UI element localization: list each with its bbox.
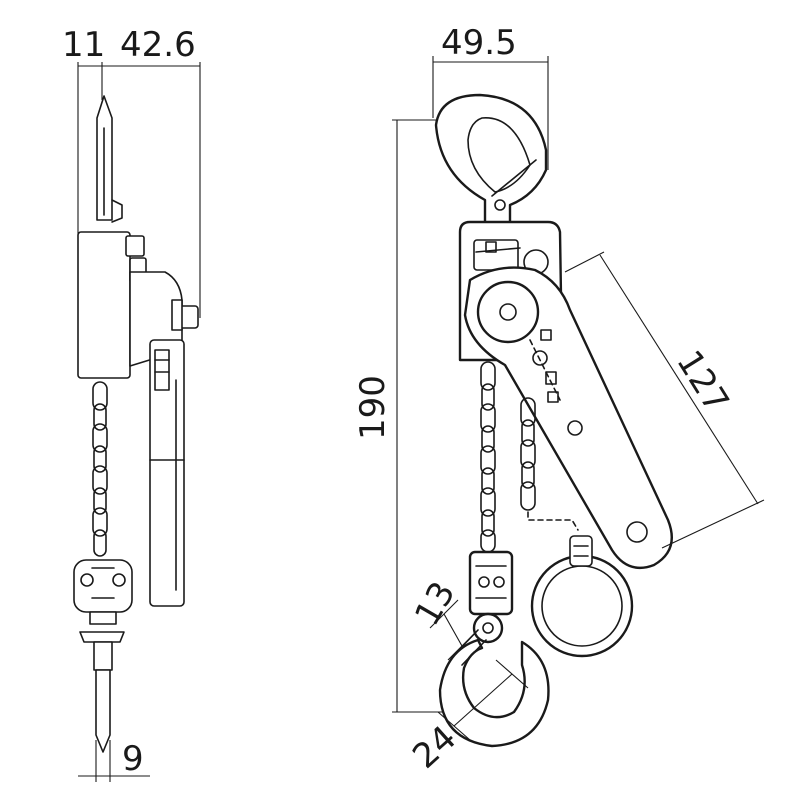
front-top-hook	[434, 93, 548, 232]
front-ring	[530, 535, 634, 658]
dim-front-width: 49.5	[432, 23, 549, 170]
dim-hook-thickness-label: 9	[122, 739, 144, 779]
dim-lever-depth-label: 42.6	[120, 25, 196, 65]
side-lever	[149, 339, 185, 607]
side-view: 11 42.6	[62, 25, 201, 782]
front-view: 49.5 190	[353, 23, 765, 777]
dim-width-label: 49.5	[441, 23, 517, 63]
dim-side-top: 11 42.6	[62, 25, 201, 318]
side-top-hook	[96, 95, 123, 223]
dim-front-height: 190	[353, 119, 470, 713]
front-load-chain	[480, 361, 496, 553]
front-lever	[463, 266, 673, 570]
dim-side-bottom: 9	[78, 739, 150, 782]
front-bottom-hook	[438, 550, 550, 748]
side-bottom-hook	[79, 611, 125, 753]
dim-hook-throat-label: 13	[407, 575, 463, 632]
side-chain	[92, 381, 108, 557]
dim-height-label: 190	[353, 375, 393, 440]
front-slack-chain	[520, 397, 579, 531]
dim-body-depth-label: 11	[62, 25, 105, 65]
dim-lever-length-label: 127	[668, 344, 736, 420]
side-hook-block	[73, 559, 133, 613]
